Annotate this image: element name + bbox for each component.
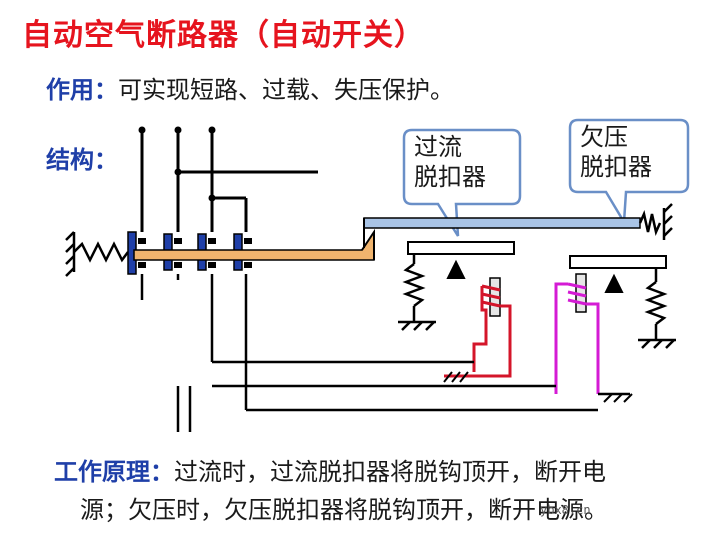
trip-bar <box>363 217 641 229</box>
function-label: 作用： <box>46 76 118 104</box>
principle-line-1: 工作原理：过流时，过流脱扣器将脱钩顶开，断开电 <box>54 452 606 487</box>
overcurrent-spring <box>398 254 436 331</box>
undervoltage-spring <box>638 268 676 349</box>
overcurrent-coil <box>444 284 512 378</box>
principle-text-1: 过流时，过流脱扣器将脱钩顶开，断开电 <box>174 458 606 486</box>
watermark: ybx8.cn <box>540 503 591 517</box>
supply-lines <box>140 130 318 232</box>
right-spring <box>638 203 673 240</box>
main-spring <box>65 231 129 277</box>
function-line: 作用：可实现短路、过载、失压保护。 <box>46 70 454 105</box>
undervoltage-callout-bubble <box>568 118 690 227</box>
latch-hook <box>361 228 375 260</box>
overcurrent-callout-line1: 过流 <box>414 133 462 161</box>
structure-label: 结构： <box>46 146 118 174</box>
overcurrent-callout-line2: 脱扣器 <box>414 163 486 191</box>
function-text: 可实现短路、过载、失压保护。 <box>118 76 454 104</box>
supply-terminals <box>138 126 216 202</box>
undervoltage-callout-line1: 欠压 <box>580 123 628 151</box>
undervoltage-coil <box>554 282 600 394</box>
structure-line: 结构： <box>46 140 118 175</box>
page-title: 自动空气断路器（自动开关） <box>22 18 425 53</box>
undervoltage-callout: 欠压 脱扣器 <box>580 122 652 182</box>
undervoltage-armature <box>569 255 667 293</box>
load-wiring <box>140 274 630 432</box>
principle-label: 工作原理： <box>54 458 174 486</box>
ground-marks <box>443 371 633 403</box>
contact-pads <box>138 238 252 268</box>
overcurrent-callout: 过流 脱扣器 <box>414 132 486 192</box>
principle-line-2: 源；欠压时，欠压脱扣器将脱钩顶开，断开电源。 <box>80 496 608 524</box>
undervoltage-callout-line2: 脱扣器 <box>580 153 652 181</box>
main-rod <box>133 249 375 261</box>
overcurrent-armature <box>407 241 515 279</box>
